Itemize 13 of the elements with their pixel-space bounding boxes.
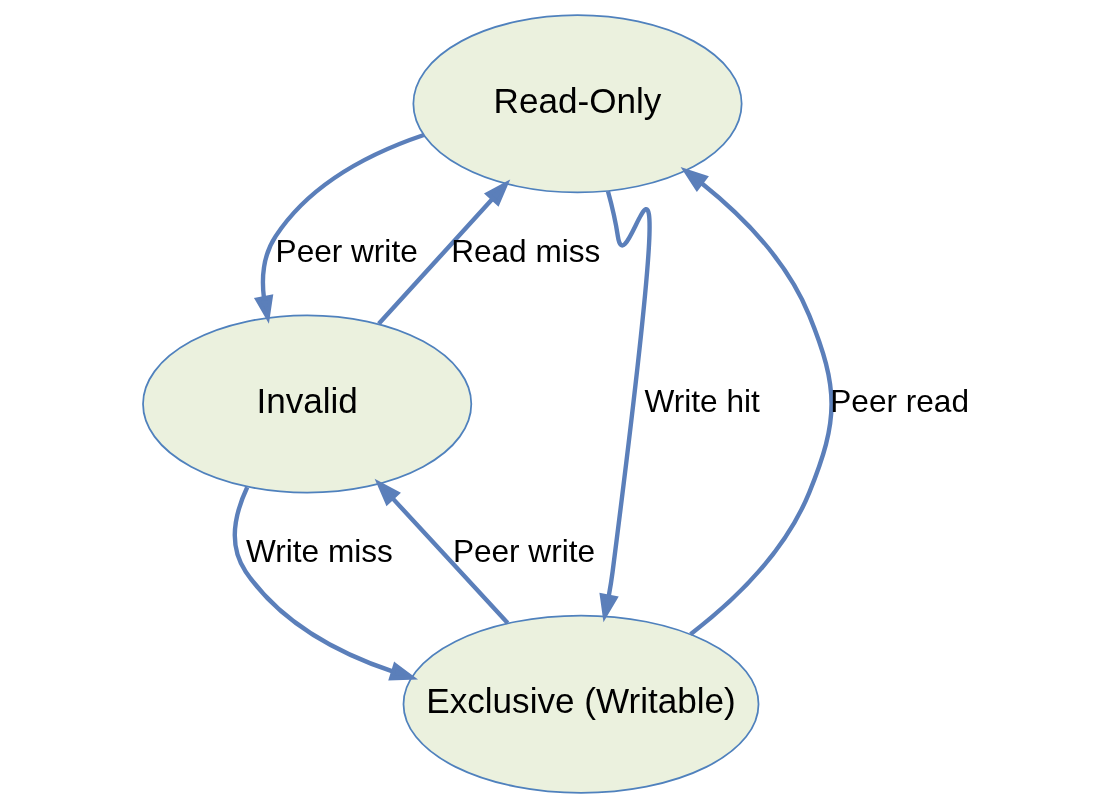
edge-label: Read miss bbox=[450, 232, 600, 269]
arrow bbox=[232, 486, 418, 681]
edge-label: Write hit bbox=[644, 382, 760, 419]
arrow bbox=[680, 166, 834, 636]
edge-label: Peer write bbox=[275, 232, 418, 269]
arrow bbox=[253, 132, 425, 324]
node-ellipse: Exclusive (Writable) bbox=[402, 614, 759, 794]
node-ellipse: Invalid bbox=[141, 314, 472, 494]
edge-label: Write miss bbox=[245, 532, 393, 569]
arrow bbox=[376, 179, 510, 326]
arrow bbox=[374, 478, 509, 625]
edge-label: Peer write bbox=[452, 532, 595, 569]
arrow bbox=[598, 190, 651, 623]
